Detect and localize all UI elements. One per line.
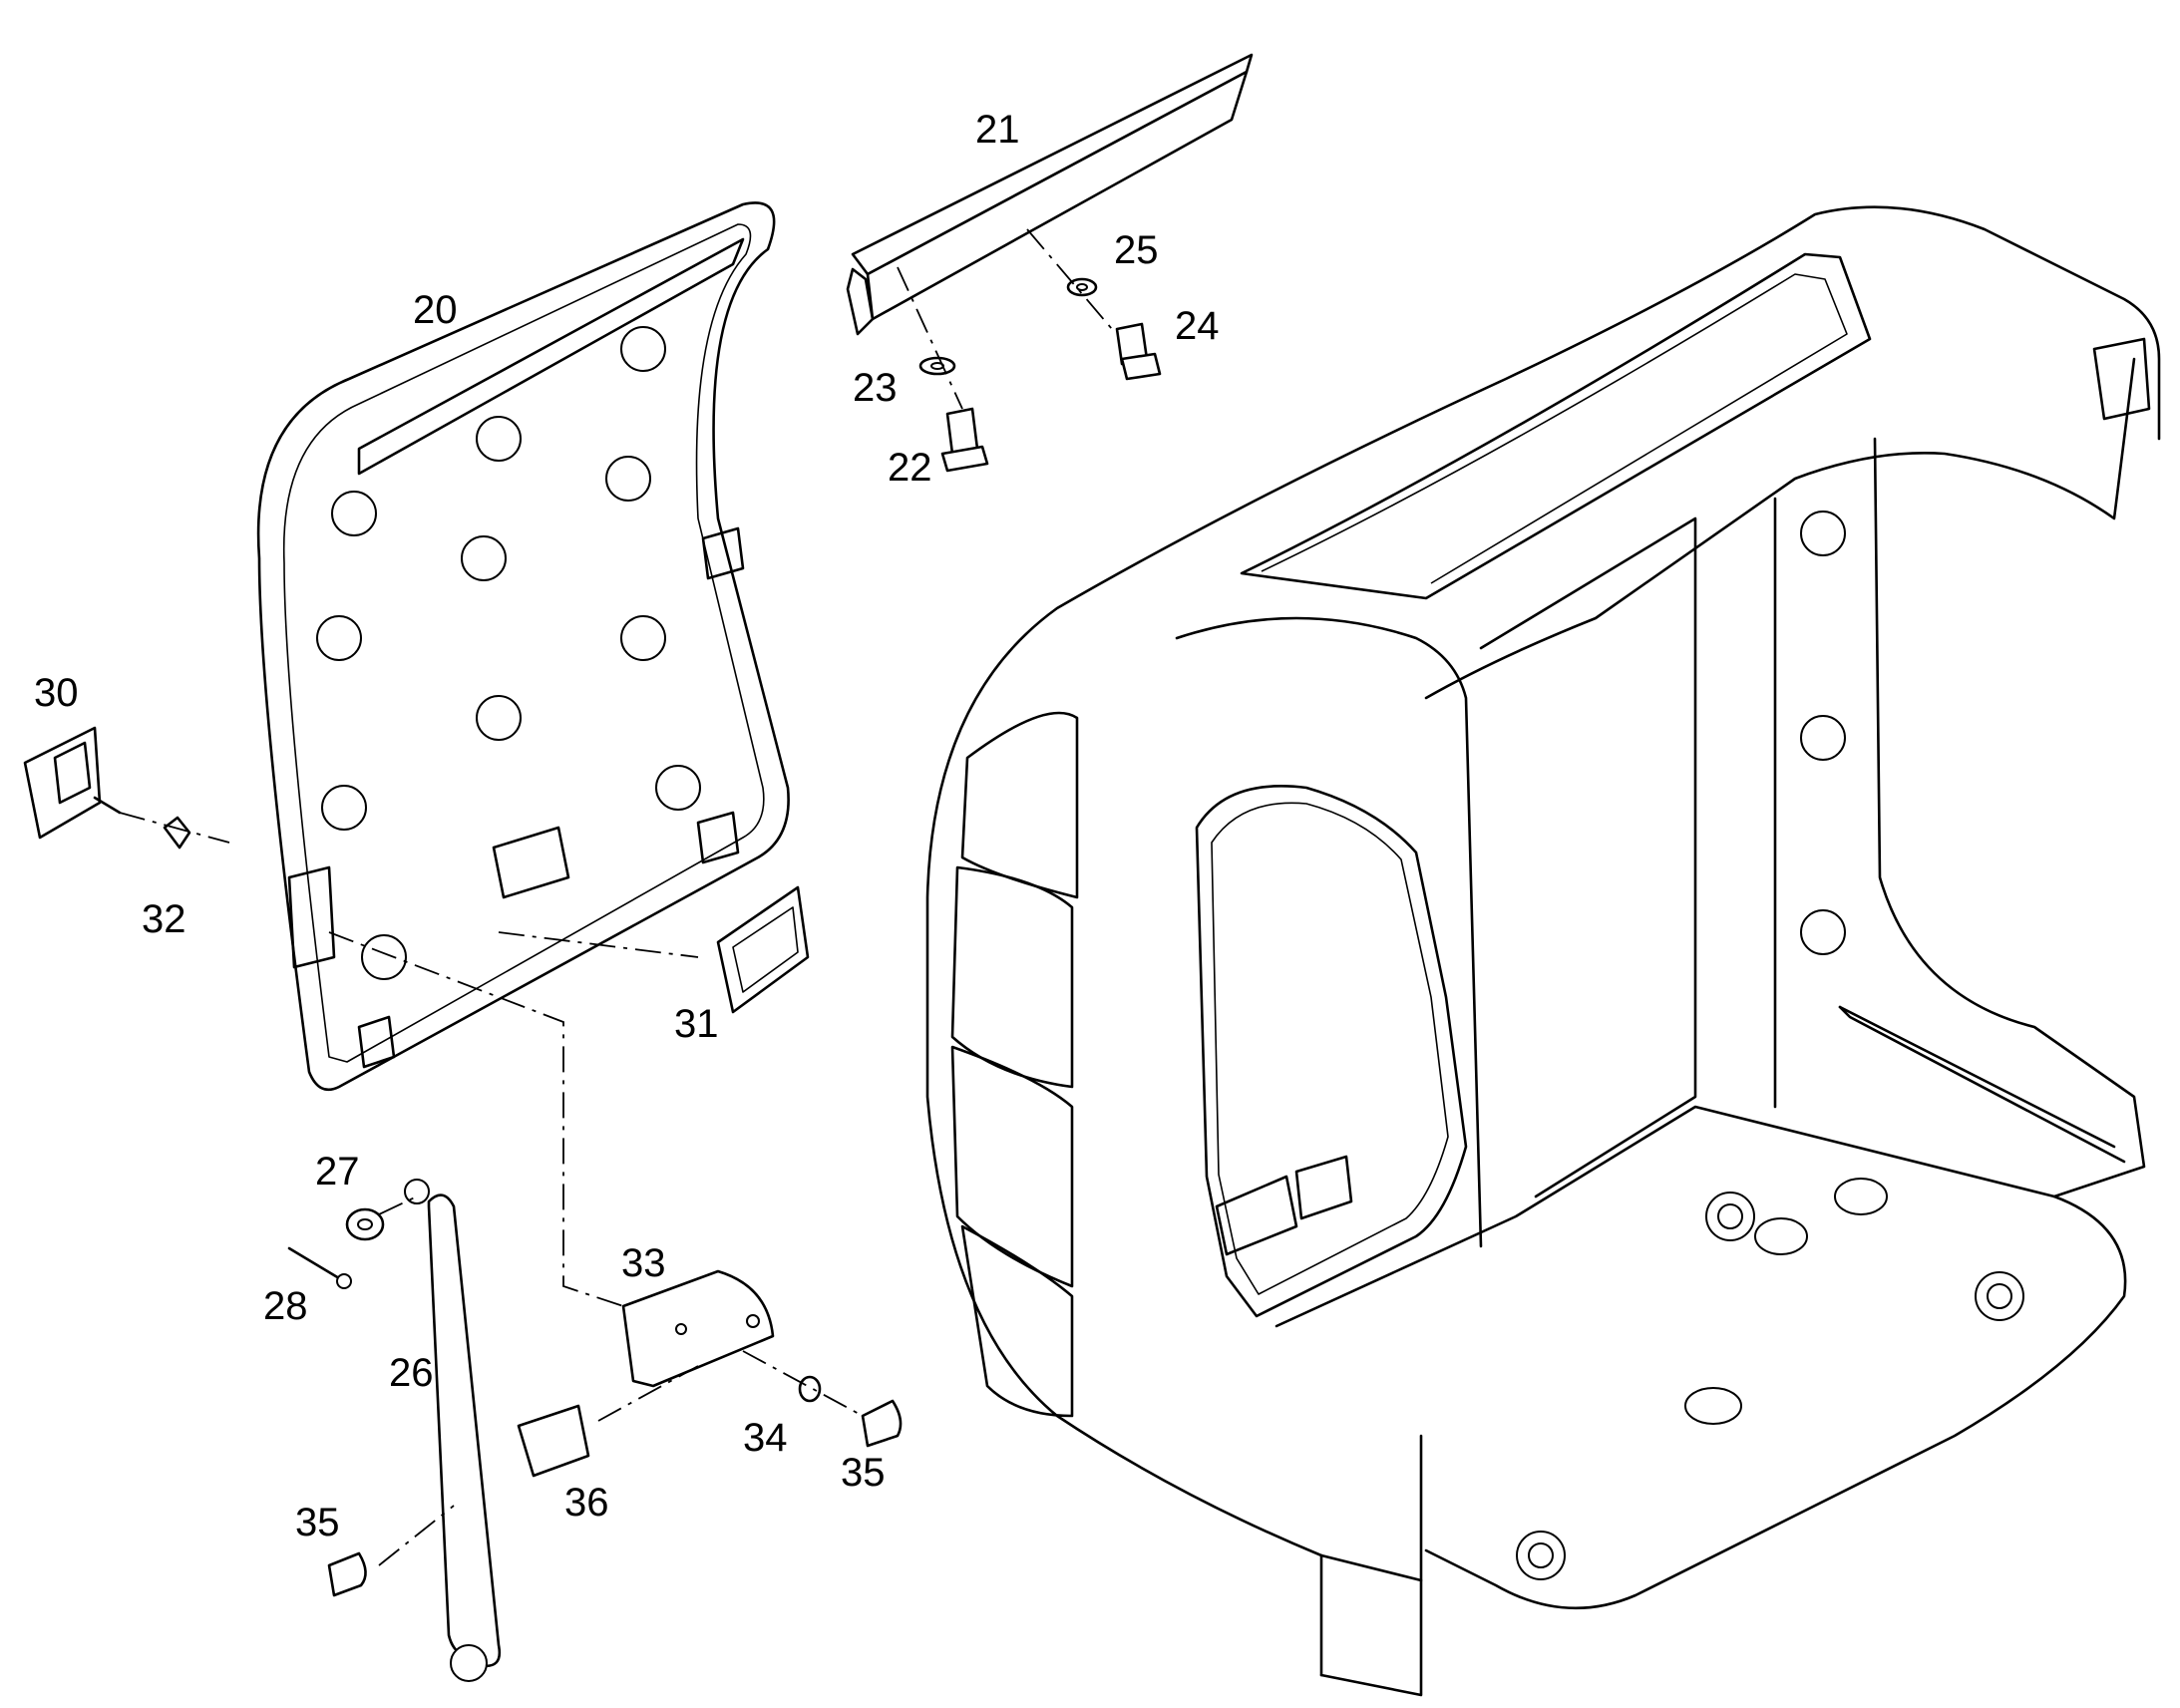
bolt-24 [1115,322,1162,381]
callout-21: 21 [975,108,1020,152]
callout-34: 34 [743,1416,788,1460]
screw-35-left [327,1551,367,1597]
clip-32 [163,816,191,850]
callout-30: 30 [34,671,79,715]
callout-24: 24 [1175,304,1220,348]
washer-23 [918,356,956,376]
washer-34 [798,1375,822,1403]
gasket-31 [716,885,810,1014]
callout-20: 20 [413,288,458,332]
callout-labels: 20 21 22 23 24 25 26 27 28 30 31 32 33 3… [34,108,1220,1544]
callout-28: 28 [263,1284,308,1328]
washer-25 [1066,277,1098,297]
door-panel-20 [256,201,790,1092]
top-rail-21 [846,53,1254,336]
callout-35-left: 35 [295,1501,340,1544]
callout-35-right: 35 [841,1451,886,1495]
pin-28 [287,1246,352,1289]
callout-25: 25 [1114,228,1159,272]
screw-35-right [861,1399,903,1448]
callout-31: 31 [674,1002,719,1046]
bracket-33 [621,1269,775,1388]
callout-36: 36 [564,1481,609,1525]
callout-27: 27 [315,1150,360,1194]
clip-36 [517,1404,590,1478]
switch-30 [23,726,122,840]
strut-26 [404,1179,502,1682]
callout-32: 32 [142,897,186,941]
leader-lines [119,228,1113,1566]
bolt-22 [940,407,989,473]
callout-23: 23 [853,366,898,410]
callout-26: 26 [389,1351,434,1395]
washer-27 [345,1207,385,1241]
callout-22: 22 [888,446,932,490]
enclosure-housing [925,205,2161,1697]
callout-33: 33 [621,1241,666,1285]
